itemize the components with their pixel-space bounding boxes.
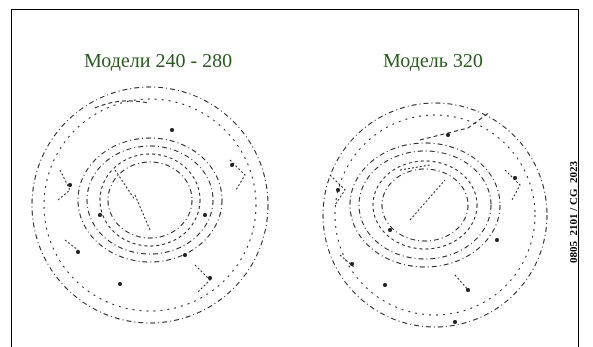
left-casting-marks: [68, 128, 234, 286]
right-casting-marks: [336, 133, 517, 324]
left-casting-drawing: [31, 86, 269, 324]
right-casting-drawing: [322, 102, 548, 328]
left-model-label: Модели 240 - 280: [84, 50, 233, 72]
diagram-frame: [11, 9, 579, 347]
right-model-label: Модель 320: [383, 50, 483, 72]
